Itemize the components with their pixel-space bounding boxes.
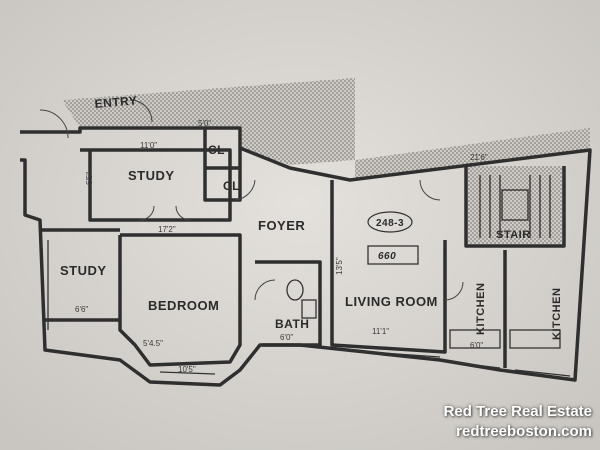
bath-label: BATH [275, 317, 309, 331]
unit-number: 248-3 [376, 218, 404, 229]
dim-bath: 6'0" [280, 333, 293, 342]
windows [47, 240, 571, 377]
kitchen-2-label: KITCHEN [551, 288, 563, 340]
dim-bedroom-width: 17'2" [158, 225, 176, 234]
kitchen-fixtures [449, 329, 561, 349]
closet-walls [203, 128, 242, 202]
study-left-label: STUDY [60, 263, 107, 278]
foyer-label: FOYER [258, 218, 305, 233]
dim-bedroom-bottom: 10'5" [178, 365, 196, 374]
living-room-label: LIVING ROOM [345, 294, 438, 309]
dim-study-top-width: 11'0" [140, 141, 157, 150]
closet-1-label: CL [208, 143, 225, 157]
watermark-company: Red Tree Real Estate [443, 403, 592, 420]
stair-treads [479, 175, 551, 238]
entry-hatch-area [62, 78, 355, 165]
watermark-url: redtreeboston.com [456, 423, 592, 440]
entry-label: ENTRY [94, 93, 138, 111]
unit-tag [367, 211, 413, 233]
study-top-walls [80, 148, 232, 222]
door-swings [39, 99, 464, 301]
bedroom-walls [118, 233, 242, 367]
stair-label: STAIR [496, 229, 531, 241]
dim-stair: 21'6" [470, 153, 488, 162]
stair-walls [464, 166, 566, 248]
bath-fixtures [286, 279, 317, 319]
kitchen-1-label: KITCHEN [475, 283, 487, 335]
dim-study-top-height: 6'5" [85, 172, 94, 185]
study-top-label: STUDY [128, 168, 175, 183]
dim-closet-top: 5'0" [198, 119, 211, 128]
bedroom-label: BEDROOM [148, 298, 219, 313]
unit-area: 660 [378, 251, 396, 262]
closet-2-label: CL [223, 179, 240, 193]
dim-study-left: 6'6" [75, 305, 88, 314]
dim-living-width: 11'1" [372, 327, 389, 336]
dim-kitchen: 6'0" [470, 341, 483, 350]
bath-walls [255, 260, 322, 347]
stair-hatch-band [355, 128, 590, 178]
stair-hatch-area [466, 166, 564, 246]
area-box [367, 245, 419, 265]
living-walls [330, 180, 447, 354]
dim-living-height: 13'5" [335, 257, 344, 275]
dim-bedroom-bay: 5'4.5" [143, 339, 163, 348]
